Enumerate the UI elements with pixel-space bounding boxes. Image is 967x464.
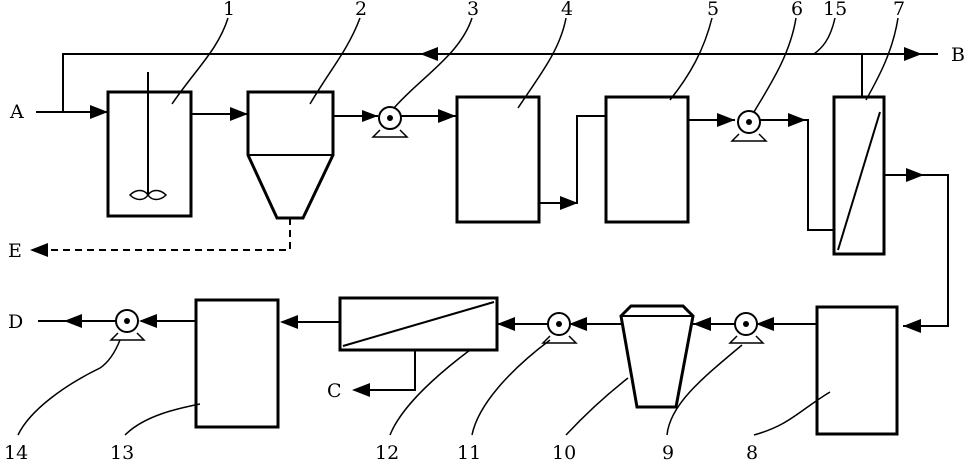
- arrow-left-icon: [420, 47, 438, 61]
- unit-number: 1: [223, 0, 235, 20]
- stirred-tank: [106, 72, 193, 218]
- recycle-line: [62, 47, 938, 112]
- unit-number: 3: [467, 0, 479, 20]
- unit-number: 4: [561, 0, 573, 20]
- leader-lines: [17, 17, 899, 436]
- label-outlet-dashed: E: [8, 240, 22, 262]
- unit-number: 5: [707, 0, 719, 20]
- pump-6: [730, 110, 768, 142]
- tank-5: [604, 95, 690, 224]
- tank-13: [194, 298, 280, 429]
- pump-9: [728, 312, 765, 344]
- arrow-right-icon: [904, 47, 922, 61]
- agitator-icon: [128, 189, 168, 201]
- unit-number: 13: [110, 442, 134, 464]
- unit-number: 15: [823, 0, 847, 20]
- tank-8: [815, 305, 899, 436]
- pump-11: [541, 312, 578, 344]
- filter-vessel-10: [619, 304, 695, 409]
- unit-number: 10: [552, 442, 576, 464]
- unit-number: 14: [4, 442, 28, 464]
- unit-number: 8: [746, 442, 758, 464]
- pump-3: [371, 106, 409, 138]
- label-inlet: A: [9, 101, 24, 123]
- label-outlet-bottom: C: [327, 380, 342, 402]
- label-outlet-left: D: [8, 311, 23, 333]
- tank-4: [455, 95, 541, 224]
- unit-number: 11: [457, 442, 481, 464]
- label-outlet-top: B: [951, 44, 965, 66]
- membrane-module-12: [338, 296, 499, 397]
- unit-number: 2: [355, 0, 367, 20]
- pump-14: [109, 309, 146, 341]
- membrane-module-7: [832, 95, 886, 256]
- unit-number: 12: [375, 442, 399, 464]
- unit-number: 7: [893, 0, 905, 20]
- unit-number: 6: [791, 0, 803, 20]
- settler-vessel: [30, 90, 335, 257]
- inlet-stream: [36, 105, 108, 119]
- unit-number: 9: [662, 442, 674, 464]
